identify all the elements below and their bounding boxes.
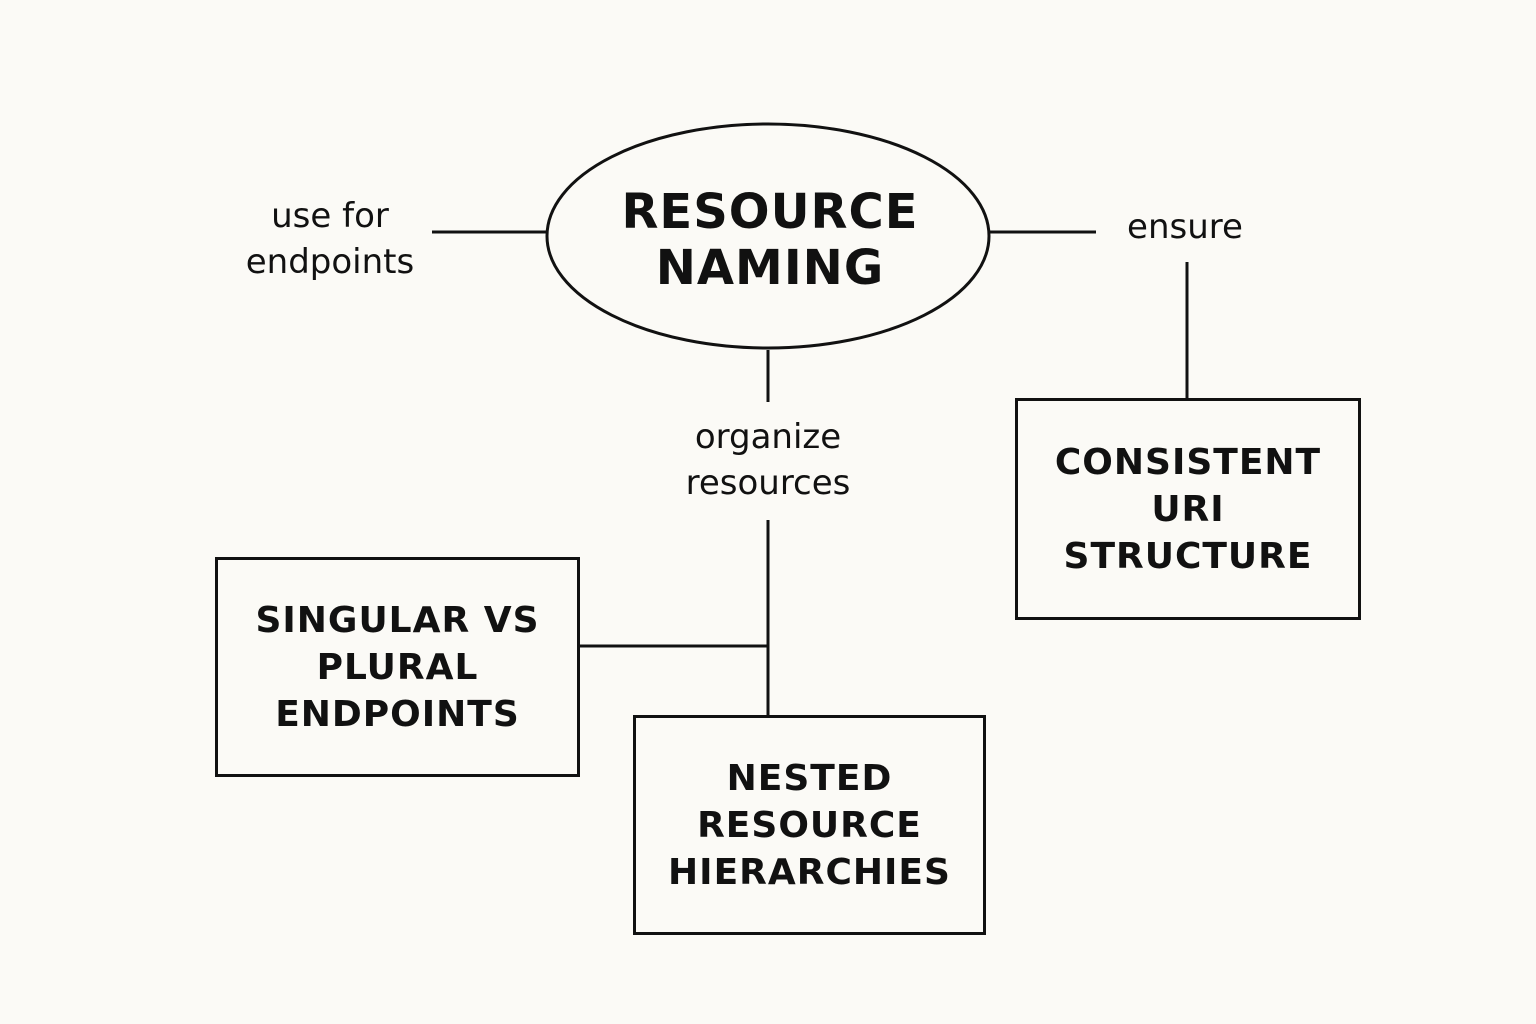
node-nested-resource-hierarchies: NESTED RESOURCE HIERARCHIES: [633, 715, 986, 935]
node-consistent-uri-structure-label: CONSISTENT URI STRUCTURE: [1054, 441, 1322, 577]
node-consistent-uri-structure: CONSISTENT URI STRUCTURE: [1015, 398, 1361, 620]
edge-label-ensure: ensure: [1127, 207, 1243, 247]
node-singular-vs-plural-label: SINGULAR VS PLURAL ENDPOINTS: [255, 599, 540, 735]
node-nested-resource-hierarchies-label: NESTED RESOURCE HIERARCHIES: [668, 757, 951, 893]
node-singular-vs-plural: SINGULAR VS PLURAL ENDPOINTS: [215, 557, 580, 777]
central-node-text: RESOURCE NAMING: [621, 184, 919, 296]
central-node-ellipse: [545, 122, 991, 350]
edge-label-use-for-endpoints: use for endpoints: [245, 196, 415, 282]
edge-label-organize-resources: organize resources: [685, 417, 851, 503]
central-node-label: RESOURCE NAMING: [560, 170, 980, 310]
